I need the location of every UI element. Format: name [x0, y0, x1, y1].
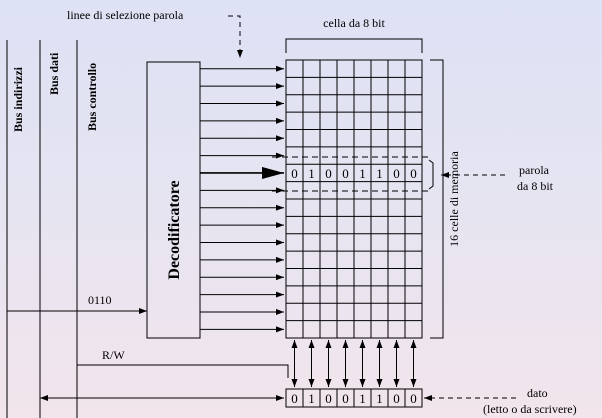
rw-line: [77, 364, 289, 378]
buses: [6, 40, 78, 418]
selection-lines-pointer: [228, 15, 243, 58]
register-bit: 0: [410, 391, 417, 406]
selected-bit: 1: [376, 166, 383, 181]
register-bit: 1: [359, 391, 366, 406]
selected-bit: 0: [325, 166, 332, 181]
register-bit: 0: [342, 391, 349, 406]
word-select-lines: [200, 65, 284, 333]
register-bit: 1: [308, 391, 315, 406]
bus-indirizzi-label: Bus indirizzi: [11, 66, 25, 132]
dato-label: dato: [527, 386, 548, 400]
cell-width-bracket: [285, 38, 423, 53]
selected-bit: 0: [410, 166, 417, 181]
decoder-label: Decodificatore: [166, 180, 183, 279]
selection-lines-label: linee di selezione parola: [67, 8, 184, 22]
decoder-box: [146, 61, 201, 339]
memory-height-bracket: [430, 59, 444, 339]
register-bit: 0: [393, 391, 400, 406]
selected-bit: 1: [359, 166, 366, 181]
selected-bit: 0: [342, 166, 349, 181]
selected-row-bracket: [428, 159, 434, 190]
parola-label-2: da 8 bit: [517, 179, 554, 193]
parola-label: parola: [519, 163, 550, 177]
register-bit: 1: [376, 391, 383, 406]
memory-grid: [285, 59, 423, 339]
selected-bit: 0: [393, 166, 400, 181]
bus-controllo-label: Bus controllo: [85, 63, 99, 131]
cell-width-label: cella da 8 bit: [323, 16, 385, 30]
selected-bit: 1: [308, 166, 315, 181]
selected-bit: 0: [291, 166, 298, 181]
bus-dati-label: Bus dati: [47, 52, 61, 95]
address-value: 0110: [88, 293, 112, 307]
register-bit: 0: [325, 391, 332, 406]
bit-transfer-arrows: [291, 340, 417, 387]
memory-height-label: 16 celle di memoria: [447, 151, 461, 247]
register-bit: 0: [291, 391, 298, 406]
rw-label: R/W: [102, 348, 125, 362]
dato-label-2: (letto o da scrivere): [483, 402, 577, 416]
